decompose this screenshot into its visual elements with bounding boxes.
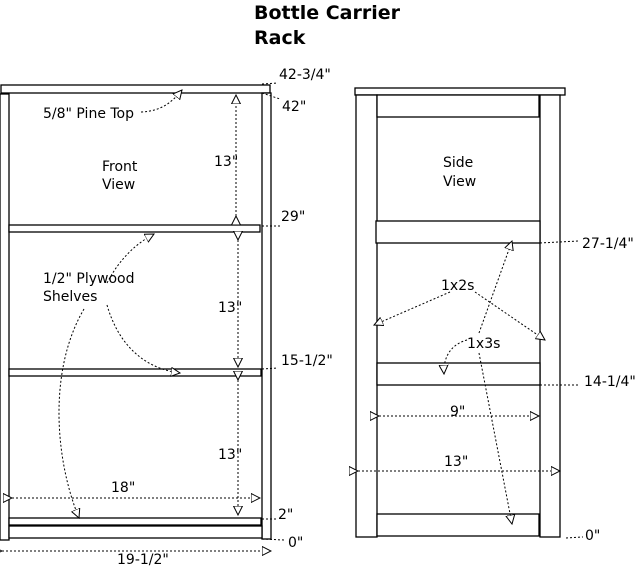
front-right-leg [261, 92, 272, 540]
front-gap-middle-label: 13" [218, 300, 242, 316]
front-inner-width-label: 18" [111, 480, 135, 496]
height-tick-42-3-4 [261, 82, 279, 85]
side-rail-bottom [376, 513, 540, 537]
front-pine-top [0, 84, 271, 94]
pine-top-leader [140, 90, 182, 113]
side-view: Side View 1x2s 1x3s 9" 13" 27-1/4" 14-1/… [354, 87, 636, 544]
plywood-shelves-label-line-1: 1/2" Plywood [43, 271, 135, 287]
front-view: Front View 5/8" Pine Top 1/2" Plywood Sh… [0, 67, 333, 567]
label-1x3s: 1x3s [467, 336, 500, 352]
front-bottom-rail [8, 525, 263, 539]
1x3-leader-left [444, 339, 468, 374]
front-view-label-line-2: View [102, 177, 135, 193]
front-view-label-line-1: Front [102, 159, 138, 175]
height-tick-42 [261, 92, 281, 100]
1x3-leader-down [478, 352, 512, 524]
shelf-leader-middle [106, 304, 180, 373]
side-view-label-line-1: Side [443, 155, 473, 171]
front-shelf-bottom [8, 517, 262, 526]
label-1x2s: 1x2s [441, 278, 474, 294]
1x2-leader-left [374, 291, 451, 325]
title-line-2: Rack [254, 27, 306, 49]
height-label-42: 42" [282, 99, 306, 115]
plywood-shelves-label-line-2: Shelves [43, 289, 97, 305]
shelf-leader-top [106, 234, 154, 284]
shelf-leader-bottom [58, 308, 85, 518]
side-rail-lower [376, 362, 541, 386]
height-label-2: 2" [278, 507, 293, 523]
1x2-leader-right [474, 291, 545, 340]
height-label-0: 0" [288, 535, 303, 551]
side-back-leg [539, 94, 561, 538]
side-rail-top [376, 94, 540, 118]
1x3-leader-up [478, 241, 512, 334]
side-inner-width-label: 9" [450, 404, 465, 420]
front-shelf-middle [8, 368, 262, 377]
side-front-leg [355, 94, 378, 538]
front-shelf-top [8, 224, 261, 233]
side-outer-width-label: 13" [444, 454, 468, 470]
height-label-27-1-4: 27-1/4" [582, 236, 634, 252]
front-gap-bottom-label: 13" [218, 447, 242, 463]
side-rail-upper [375, 220, 541, 244]
front-outer-width-label: 19-1/2" [117, 552, 169, 567]
height-label-15-1-2: 15-1/2" [281, 353, 333, 369]
height-label-14-1-4: 14-1/4" [584, 374, 636, 390]
height-label-29: 29" [281, 209, 305, 225]
side-height-label-0: 0" [585, 528, 600, 544]
front-gap-top-label: 13" [214, 154, 238, 170]
title-line-1: Bottle Carrier [254, 2, 401, 24]
pine-top-label: 5/8" Pine Top [43, 106, 134, 122]
height-label-42-3-4: 42-3/4" [279, 67, 331, 83]
side-view-label-line-2: View [443, 174, 476, 190]
side-height-tick-0 [565, 536, 584, 539]
side-top [354, 87, 566, 96]
height-tick-15-1-2 [261, 367, 279, 370]
front-left-leg [0, 93, 10, 541]
